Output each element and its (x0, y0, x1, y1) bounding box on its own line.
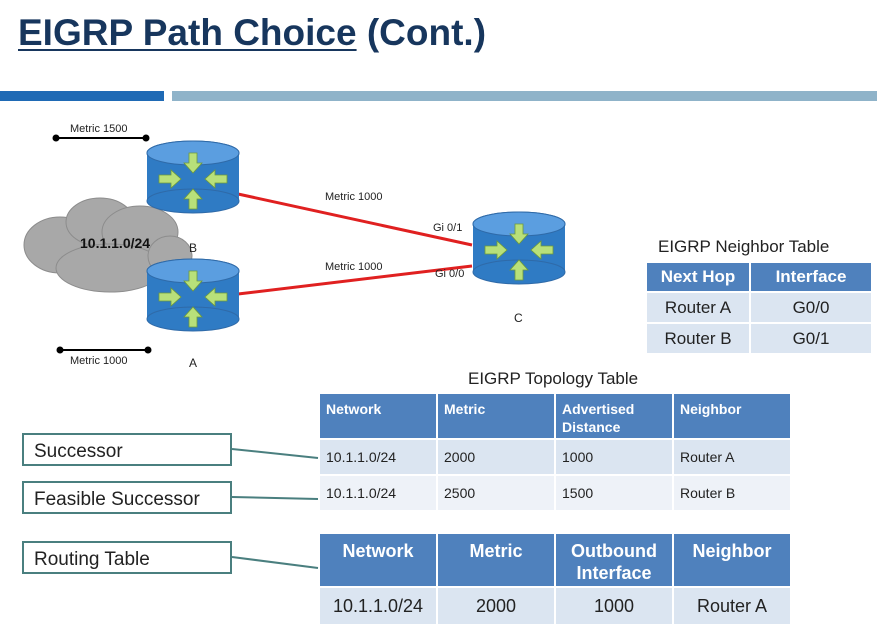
callout-routing-table: Routing Table (22, 541, 232, 574)
table-row: Router A G0/0 (647, 293, 871, 322)
topology-table-title: EIGRP Topology Table (468, 369, 639, 388)
router-b-label: B (189, 241, 197, 255)
header-network: Network (320, 394, 436, 438)
cell-outbound-interface: 1000 (556, 588, 672, 624)
header-neighbor: Neighbor (674, 534, 790, 586)
slide-title: EIGRP Path Choice (Cont.) (18, 12, 486, 54)
cell-metric: 2000 (438, 440, 554, 474)
routing-table-header: Network Metric Outbound Interface Neighb… (320, 534, 790, 586)
neighbor-table: Next Hop Interface Router A G0/0 Router … (645, 261, 873, 355)
header-neighbor: Neighbor (674, 394, 790, 438)
cell-advertised-distance: 1500 (556, 476, 672, 510)
router-c-label: C (514, 311, 523, 325)
header-outbound-interface: Outbound Interface (556, 534, 672, 586)
cell-next-hop: Router B (647, 324, 749, 353)
accent-bar-right (172, 91, 877, 101)
callout-successor: Successor (22, 433, 232, 466)
header-network: Network (320, 534, 436, 586)
router-a-icon (146, 258, 240, 332)
link-a-c (237, 264, 473, 296)
header-metric: Metric (438, 534, 554, 586)
callout-pointer-feasible (231, 496, 319, 500)
router-c-icon (472, 211, 566, 285)
title-main: EIGRP Path Choice (18, 12, 357, 53)
iface-gi01-label: Gi 0/1 (433, 222, 462, 234)
cell-next-hop: Router A (647, 293, 749, 322)
cell-metric: 2000 (438, 588, 554, 624)
iface-gi00-label: Gi 0/0 (435, 268, 464, 280)
cell-network: 10.1.1.0/24 (320, 476, 436, 510)
neighbor-table-header: Next Hop Interface (647, 263, 871, 291)
routing-table: Network Metric Outbound Interface Neighb… (318, 532, 792, 626)
cell-metric: 2500 (438, 476, 554, 510)
metric-bottom-label: Metric 1000 (70, 355, 127, 367)
header-interface: Interface (751, 263, 871, 291)
accent-bar-left (0, 91, 164, 101)
router-a-label: A (189, 356, 197, 370)
cell-network: 10.1.1.0/24 (320, 588, 436, 624)
cell-interface: G0/0 (751, 293, 871, 322)
link-b-c-metric: Metric 1000 (325, 191, 382, 203)
header-next-hop: Next Hop (647, 263, 749, 291)
cell-interface: G0/1 (751, 324, 871, 353)
cell-neighbor: Router B (674, 476, 790, 510)
header-metric: Metric (438, 394, 554, 438)
cell-neighbor: Router A (674, 440, 790, 474)
router-b-icon (146, 140, 240, 214)
table-row: Router B G0/1 (647, 324, 871, 353)
topology-table-header: Network Metric Advertised Distance Neigh… (320, 394, 790, 438)
topology-table: Network Metric Advertised Distance Neigh… (318, 392, 792, 512)
title-suffix: (Cont.) (356, 12, 487, 53)
cell-neighbor: Router A (674, 588, 790, 624)
link-b-c (237, 192, 473, 247)
cell-network: 10.1.1.0/24 (320, 440, 436, 474)
table-row: 10.1.1.0/24 2000 1000 Router A (320, 440, 790, 474)
cell-advertised-distance: 1000 (556, 440, 672, 474)
header-advertised-distance: Advertised Distance (556, 394, 672, 438)
neighbor-table-title: EIGRP Neighbor Table (658, 237, 830, 256)
metric-top-label: Metric 1500 (70, 123, 127, 135)
callout-pointer-routing (231, 556, 319, 569)
callout-feasible-successor: Feasible Successor (22, 481, 232, 514)
callout-pointer-successor (231, 448, 319, 459)
cloud-label: 10.1.1.0/24 (80, 235, 150, 251)
table-row: 10.1.1.0/24 2000 1000 Router A (320, 588, 790, 624)
link-a-c-metric: Metric 1000 (325, 261, 382, 273)
table-row: 10.1.1.0/24 2500 1500 Router B (320, 476, 790, 510)
